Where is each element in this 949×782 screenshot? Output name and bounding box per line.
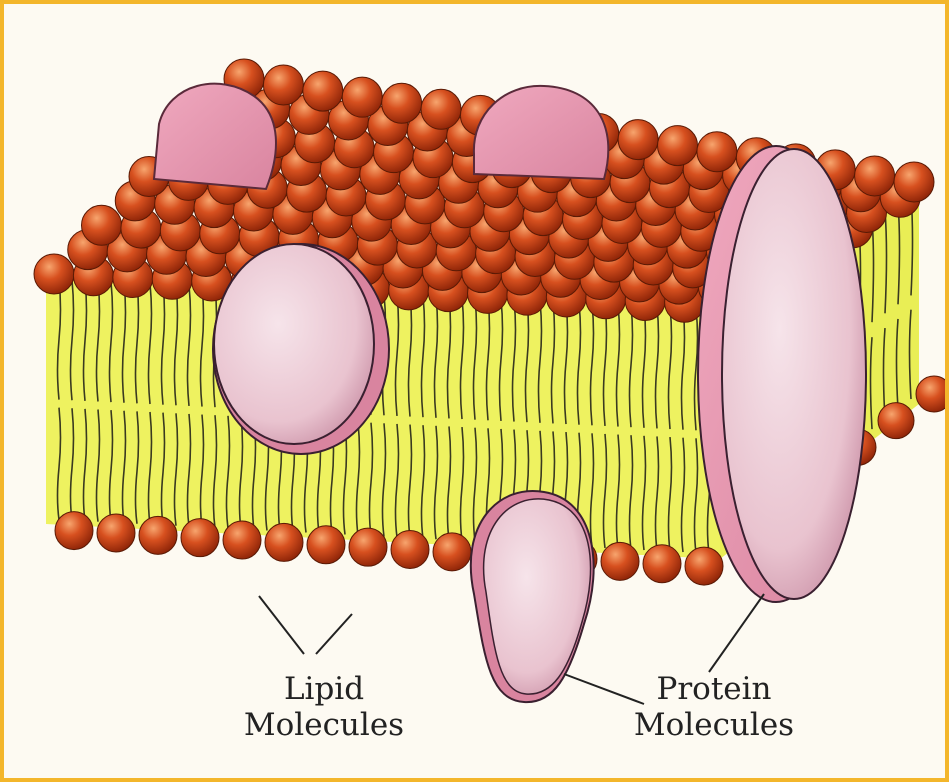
lipid-label-line1: Lipid — [234, 672, 414, 708]
lipid-head — [697, 132, 737, 172]
protein-top-middle — [474, 86, 608, 179]
lipid-head — [382, 83, 422, 123]
lipid-head — [342, 77, 382, 117]
lipid-head — [643, 545, 681, 583]
protein-large-right — [698, 146, 866, 602]
lipid-head — [181, 519, 219, 557]
lipid-head — [421, 89, 461, 129]
lipid-head — [855, 156, 895, 196]
lipid-head — [601, 542, 639, 580]
lipid-head — [349, 528, 387, 566]
lipid-head — [916, 376, 945, 412]
lipid-head — [303, 71, 343, 111]
lipid-head — [307, 526, 345, 564]
protein-label-line1: Protein — [604, 672, 824, 708]
lipid-head — [263, 65, 303, 105]
lipid-head — [894, 162, 934, 202]
lipid-head — [391, 531, 429, 569]
lipid-head — [34, 254, 74, 294]
lipid-molecules-label: Lipid Molecules — [234, 672, 414, 743]
lipid-head — [97, 514, 135, 552]
lipid-head — [82, 205, 122, 245]
lipid-head — [618, 120, 658, 160]
protein-label-line2: Molecules — [604, 708, 824, 744]
lipid-head — [878, 403, 914, 439]
lipid-leader-lines — [259, 596, 352, 654]
protein-middle-left — [213, 244, 389, 454]
lipid-head — [139, 516, 177, 554]
protein-molecules-label: Protein Molecules — [604, 672, 824, 743]
lipid-head — [265, 523, 303, 561]
lipid-head — [433, 533, 471, 571]
lipid-head — [658, 126, 698, 166]
lipid-label-line2: Molecules — [234, 708, 414, 744]
protein-bottom — [471, 491, 594, 702]
protein-top-left — [154, 84, 276, 189]
lipid-head — [223, 521, 261, 559]
cell-membrane-diagram — [4, 4, 945, 778]
lipid-head — [55, 512, 93, 550]
lipid-head — [685, 547, 723, 585]
